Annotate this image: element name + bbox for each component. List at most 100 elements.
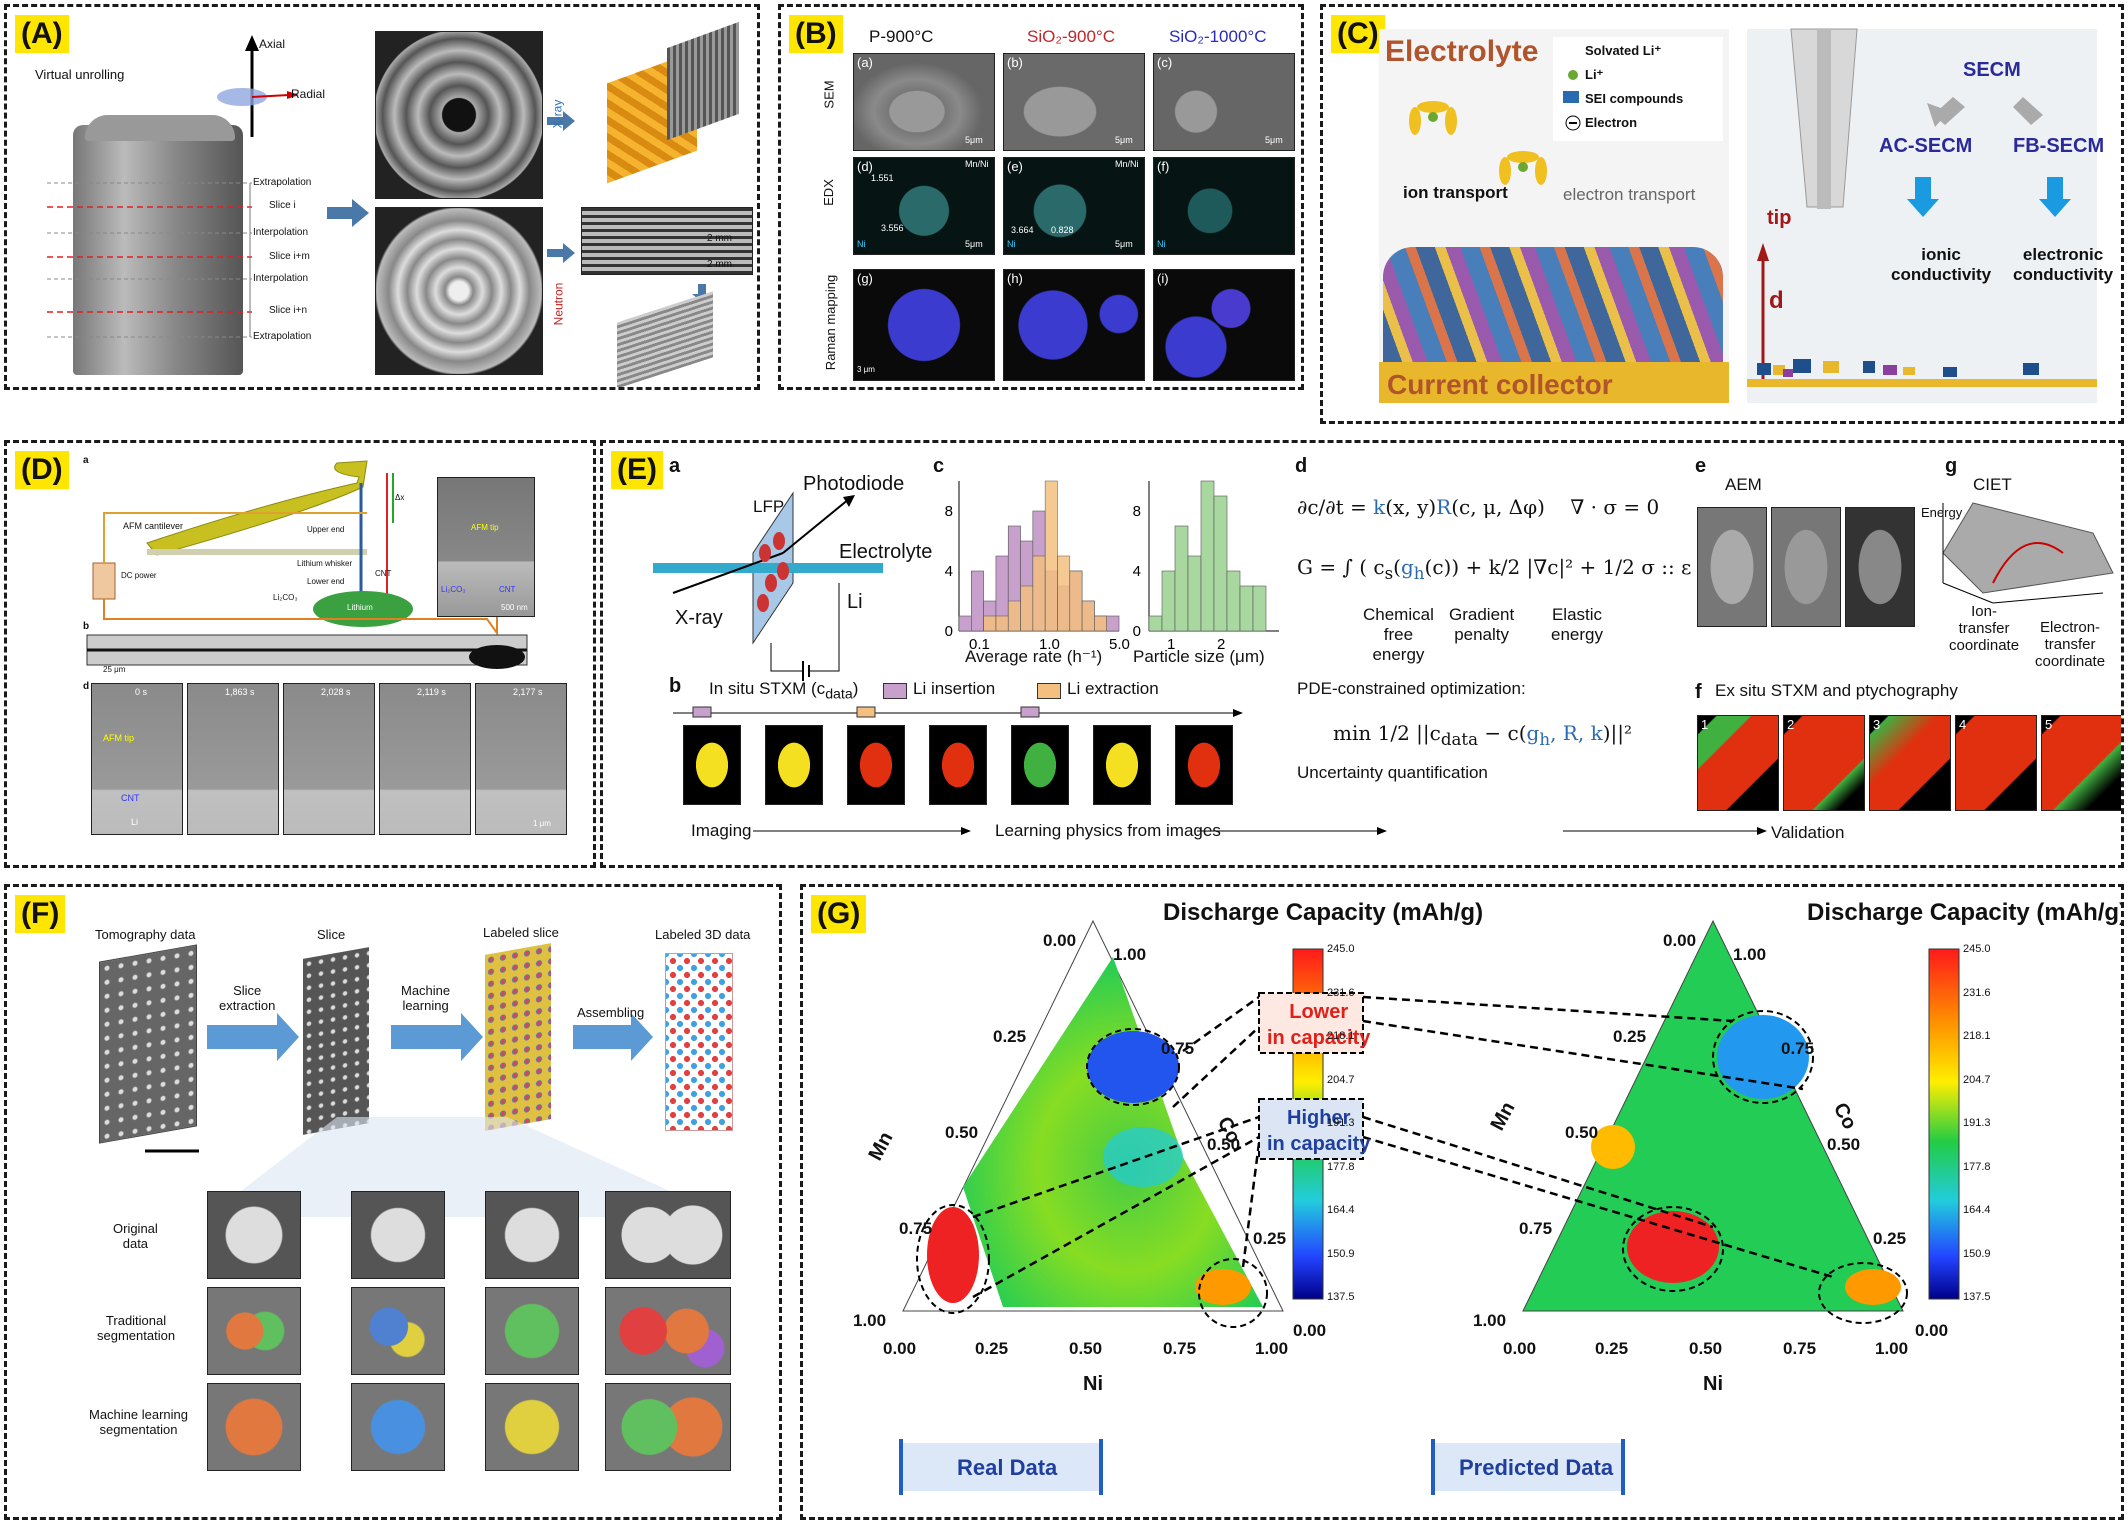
row-ml-label: Machine learning segmentation: [89, 1407, 189, 1437]
xray-label: X-ray: [550, 99, 565, 129]
panel-f: (F) Tomography data Slice Labeled slice …: [4, 884, 782, 1520]
el-coord-label: Electron- transfer coordinate: [2035, 619, 2106, 670]
sem-image-b: [1003, 53, 1145, 151]
ptycho-1: [1697, 715, 1779, 811]
scale-sem-b: 5μm: [1115, 135, 1133, 145]
scale-bar-2: 2 mm: [707, 259, 732, 270]
histogram-bar: [1200, 480, 1215, 632]
afm-schematic: [86, 460, 528, 669]
sei-layer: [1383, 247, 1723, 362]
particle-orig-4: [605, 1191, 731, 1279]
sub-letter-g: (g): [857, 271, 873, 286]
sub-letter-h: (h): [1007, 271, 1023, 286]
xray-label: X-ray: [675, 607, 723, 629]
assembling-label: Assembling: [577, 1005, 645, 1020]
lower-capacity-label: Lower in capacity: [1267, 1001, 1371, 1049]
electrolyte-title: Electrolyte: [1385, 35, 1539, 68]
current-collector-label: Current collector: [1387, 369, 1613, 400]
colorbar-tick: 177.8: [1327, 1160, 1355, 1173]
edx-image-f: [1153, 157, 1295, 255]
time-4: 2,177 s: [513, 687, 543, 697]
rt-left-4: 0.00: [1293, 1321, 1327, 1340]
particle-orig-3: [485, 1191, 579, 1279]
lt-left-4: 1.00: [853, 1311, 887, 1330]
sub-b: b: [83, 621, 90, 632]
row-original-label: Original data: [113, 1221, 158, 1251]
slice-label-5: Slice i+n: [269, 305, 308, 316]
ni-label-left: Ni: [1083, 1373, 1103, 1395]
bt-left-4: 1.00: [1255, 1339, 1289, 1358]
tem-frame-4: [475, 683, 567, 835]
ternary-plots: [899, 919, 1960, 1495]
equation-3: min 1/2 ||cdata − c(gh, R, k)||²: [1333, 721, 1632, 749]
colorbar-tick: 164.4: [1963, 1204, 1991, 1216]
time-0: 0 s: [135, 687, 148, 697]
tem-frame-0: [91, 683, 183, 835]
ptycho-num-3: 3: [1873, 717, 1881, 732]
colorbar-tick: 218.1: [1327, 1030, 1355, 1042]
bt-left-3: 0.75: [1163, 1339, 1197, 1358]
raman-image-i: [1153, 269, 1295, 381]
panel-d: (D) a b c d AFM cantilever Upper end Lit…: [4, 440, 596, 868]
x-tick-label: 2: [1217, 636, 1225, 653]
histogram-bar: [1252, 585, 1267, 632]
histogram-bar: [1213, 495, 1228, 632]
lt-left-2: 0.50: [945, 1123, 979, 1142]
stxm-frame-5: [1011, 725, 1069, 805]
legend-box: [1553, 37, 1723, 141]
validation-label: Validation: [1771, 823, 1845, 842]
histogram-bar: [1187, 555, 1202, 632]
edx-val-e1: 3.664: [1011, 225, 1034, 235]
histogram-bar: [1044, 480, 1058, 632]
photodiode-label: Photodiode: [803, 473, 905, 495]
ac-secm-label: AC-SECM: [1879, 135, 1973, 157]
afm-tip-label-d: AFM tip: [103, 733, 135, 743]
sub-letter-d: (d): [857, 159, 873, 174]
lt-left-0: 0.00: [1043, 931, 1077, 950]
legend-sei: SEI compounds: [1585, 91, 1684, 106]
sub-g: g: [1945, 455, 1958, 477]
colorbar-tick: 137.5: [1963, 1291, 1991, 1303]
battery-cap: [85, 115, 235, 141]
aem-image-3: [1845, 507, 1915, 627]
slice-label: Slice: [317, 927, 346, 942]
rt-left-3: 0.25: [1253, 1229, 1287, 1248]
li2co3-label-a: Li₂CO₃: [273, 593, 298, 602]
radial-label: Radial: [291, 87, 326, 101]
lt-left-1: 0.25: [993, 1027, 1027, 1046]
bt-right-1: 0.25: [1595, 1339, 1629, 1358]
imaging-label: Imaging: [691, 821, 752, 840]
li2co3-label-c: Li₂CO₃: [441, 585, 466, 594]
legend-insertion-label: Li insertion: [913, 679, 996, 698]
electrolyte-label: Electrolyte: [839, 541, 933, 563]
ptycho-num-4: 4: [1959, 717, 1967, 732]
electron-transport-label: electron transport: [1563, 185, 1696, 204]
neutron-unrolled-image: [581, 207, 753, 275]
histogram-bar: [995, 615, 1009, 632]
dc-power-label: DC power: [121, 571, 157, 580]
ptycho-4: [1955, 715, 2037, 811]
particle-ml-4: [605, 1383, 731, 1471]
particle-orig-1: [207, 1191, 301, 1279]
sub-b: b: [669, 675, 682, 697]
slice-lines: [47, 35, 712, 338]
ptycho-2: [1783, 715, 1865, 811]
legend-li: Li⁺: [1585, 67, 1604, 82]
histogram-bar: [1081, 600, 1095, 632]
axial-label: Axial: [259, 37, 286, 51]
scale-edx-e: 5μm: [1115, 239, 1133, 249]
cnt-label-c: CNT: [499, 585, 516, 594]
lt-right-2: 0.50: [1565, 1123, 1599, 1142]
ciet-label: CIET: [1973, 475, 2012, 494]
aem-image-2: [1771, 507, 1841, 627]
stxm-frame-7: [1175, 725, 1233, 805]
panel-label: (D): [15, 451, 69, 489]
real-data-label: Real Data: [957, 1455, 1058, 1480]
tem-frame-3: [379, 683, 471, 835]
raman-image-h: [1003, 269, 1145, 381]
colorbar-tick: 245.0: [1963, 943, 1991, 955]
row-label-sem: SEM: [821, 80, 837, 109]
row-label-edx: EDX: [820, 179, 836, 206]
bt-right-2: 0.50: [1689, 1339, 1723, 1358]
ion-coord-label: Ion- transfer coordinate: [1949, 603, 2020, 654]
